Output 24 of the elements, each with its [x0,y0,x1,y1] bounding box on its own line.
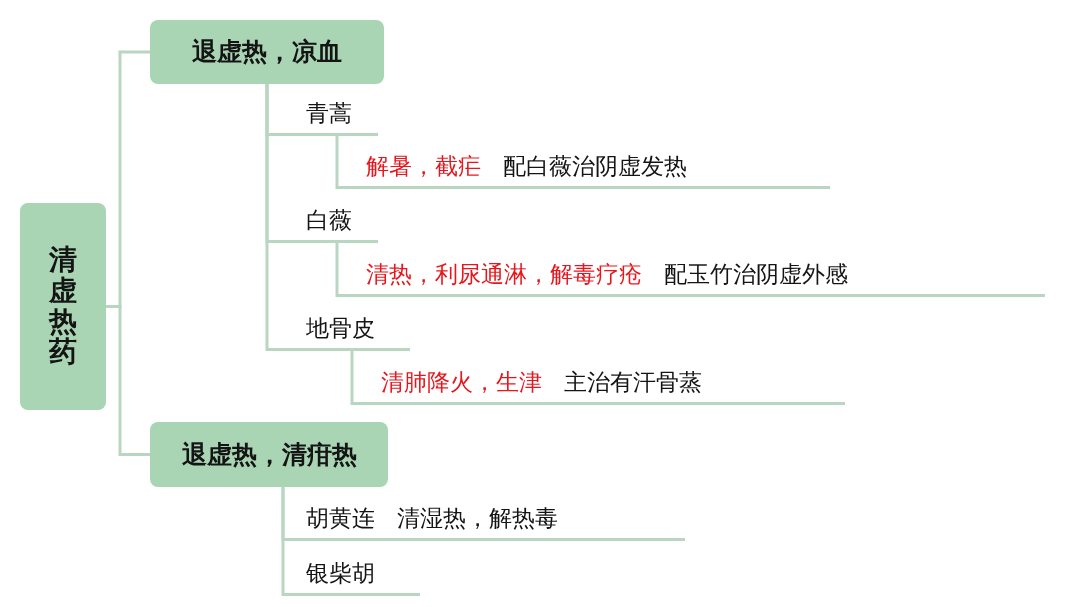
topic-box [20,203,106,410]
connector-line [265,84,300,351]
node-text: 解暑，截疟 [366,153,481,181]
node-text: 白薇 [306,207,352,235]
node-text: 清热，利尿通淋，解毒疗疮 [366,261,642,289]
node-text: 退虚热，清疳热 [181,439,357,470]
node-text: 主治有汗骨蒸 [564,369,702,397]
connector-line [335,243,360,297]
node-text: 青蒿 [306,100,352,128]
node-text: 清虚热药 [49,244,77,369]
connector-line [350,351,375,405]
node-text: 清肺降火，生津 [381,369,542,397]
node-text: 退虚热，凉血 [192,37,342,67]
node-text: 配玉竹治阴虚外感 [664,261,848,289]
connector-line [281,487,300,596]
node-text: 清湿热，解热毒 [397,505,558,533]
node-text: 胡黄连 [306,505,375,533]
node-text: 配白薇治阴虚发热 [503,153,687,181]
connector-line [335,136,360,189]
topic-box [150,422,388,487]
node-text: 银柴胡 [306,560,375,588]
connector-line [106,305,150,456]
topic-box [150,20,384,84]
node-text: 地骨皮 [306,315,375,343]
